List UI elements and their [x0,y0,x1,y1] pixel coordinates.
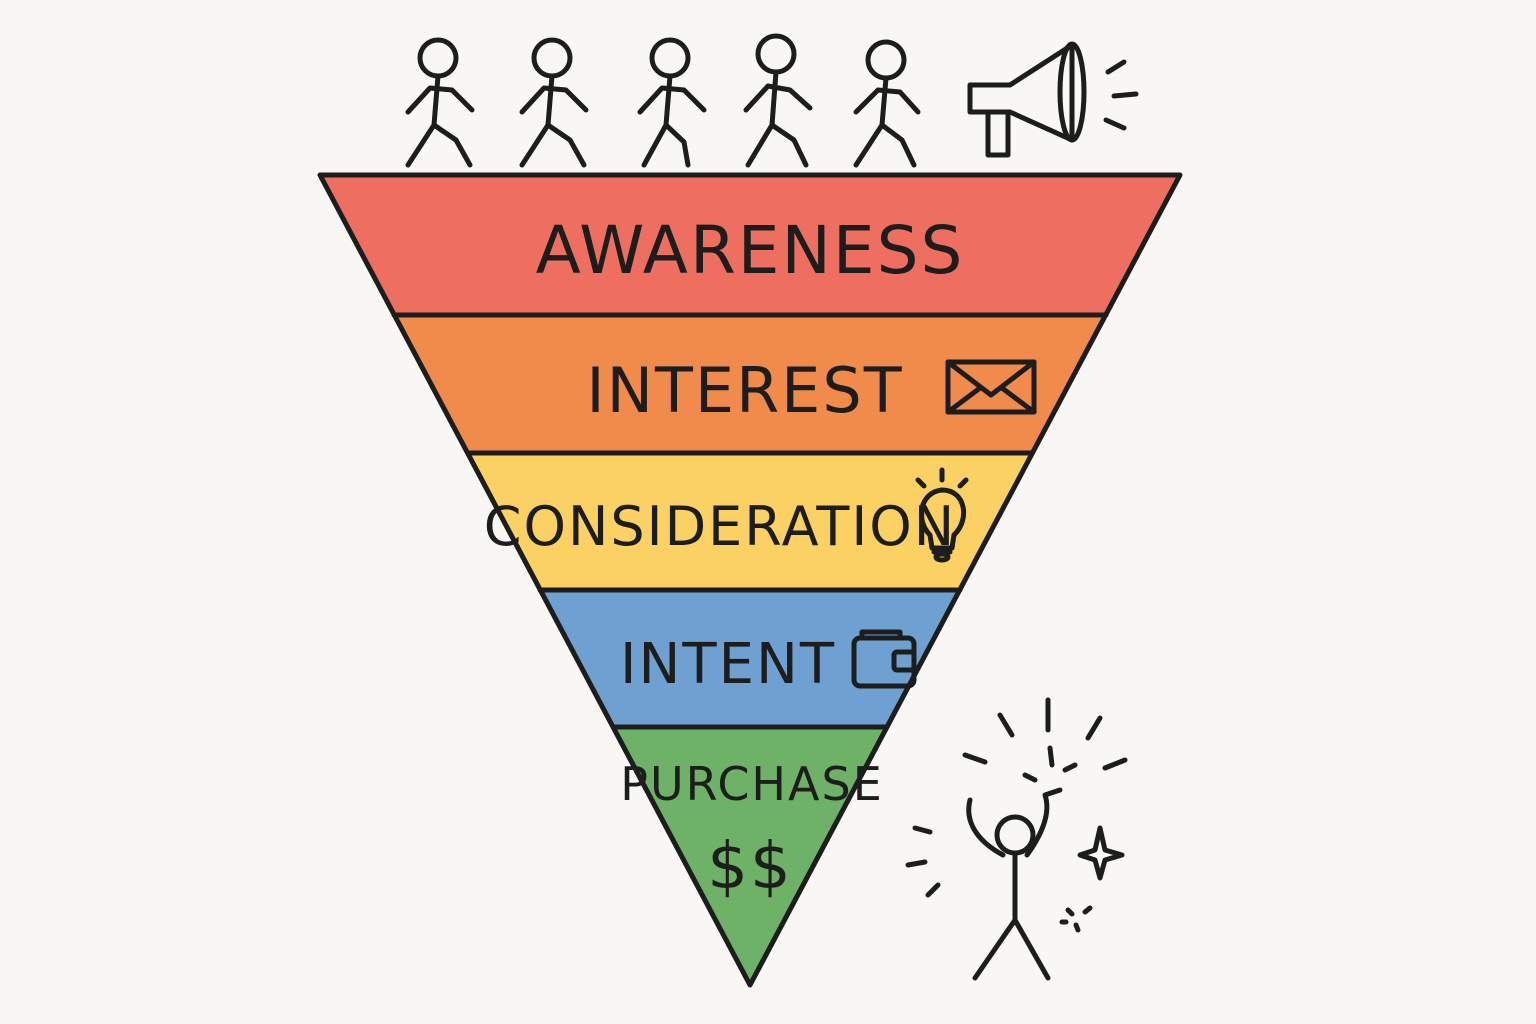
walking-person-icon [853,39,921,168]
band-purchase [613,727,887,985]
band-consideration [468,453,1032,590]
band-intent [540,590,960,727]
megaphone-icon [967,41,1139,158]
walking-person-icon [519,37,589,168]
walking-person-icon [405,37,475,168]
wallet-icon [851,629,917,689]
stage-label-consideration: CONSIDERATION [484,495,956,558]
stage-sublabel-purchase: $$ [707,830,792,904]
band-interest [394,315,1106,453]
funnel-outline [317,172,1183,988]
stage-label-awareness: AWARENESS [536,212,965,289]
people-icon [405,33,921,168]
stage-label-interest: INTEREST [586,354,903,427]
stage-label-intent: INTENT [620,632,836,697]
celebrating-person-icon [905,697,1128,981]
lightbulb-icon [915,467,969,563]
stage-label-purchase: PURCHASE [620,757,884,811]
walking-person-icon [743,33,813,168]
band-awareness [320,175,1180,315]
walking-person-icon [637,37,707,168]
envelope-icon [945,359,1037,415]
